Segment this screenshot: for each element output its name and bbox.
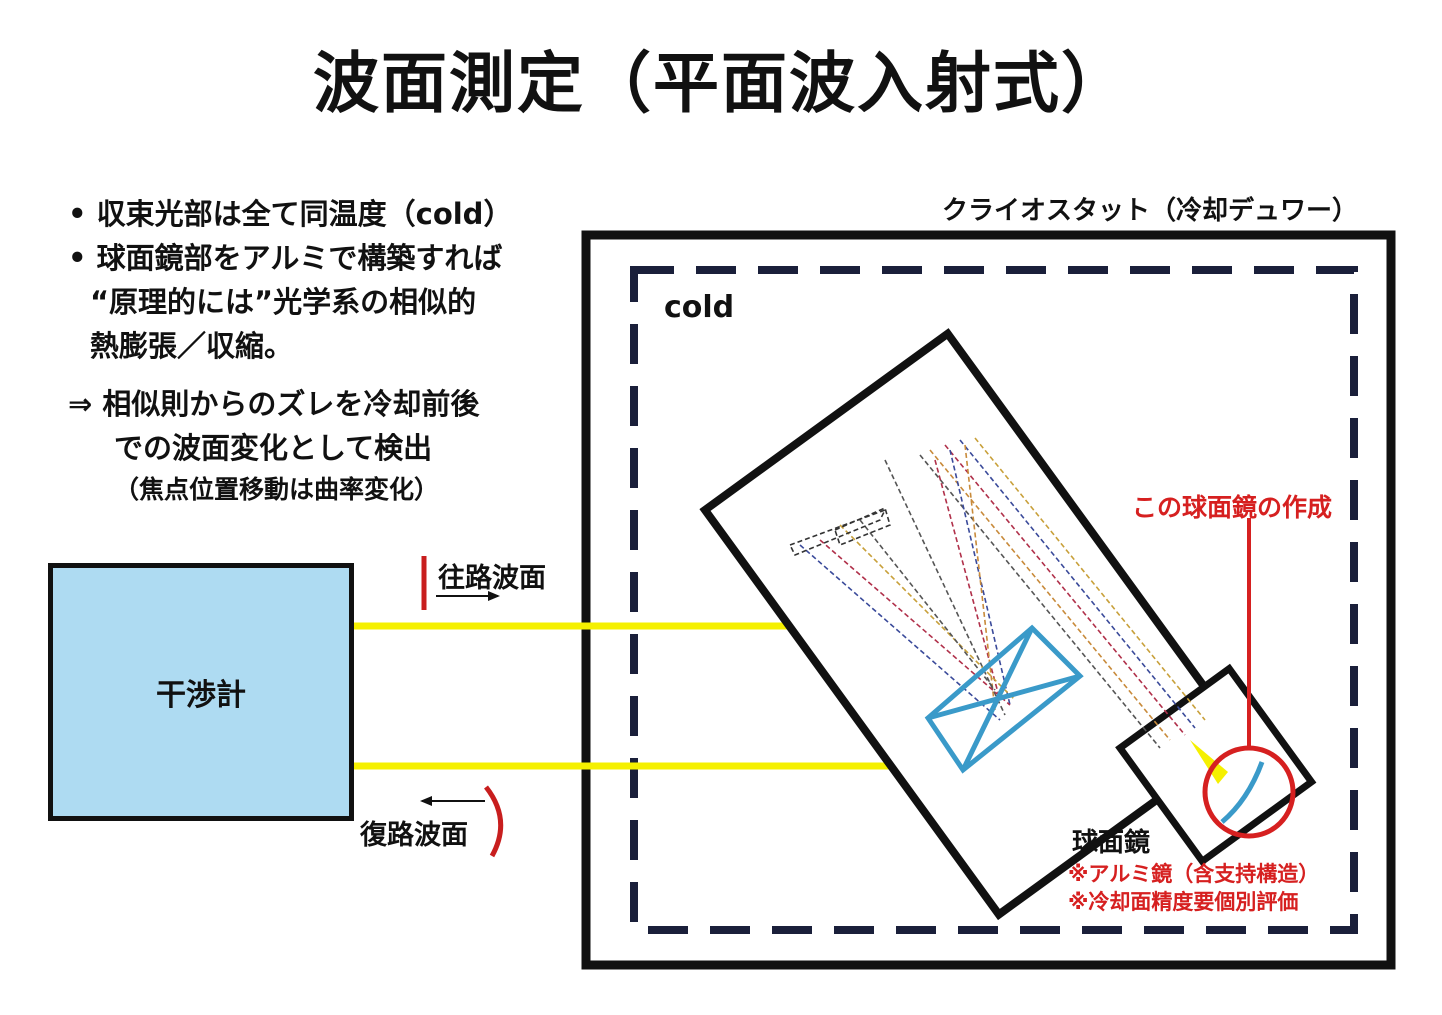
optical-housing xyxy=(699,328,1248,921)
cryostat-label: クライオスタット（冷却デュワー） xyxy=(942,196,1359,226)
curved-wavefront-icon xyxy=(484,785,504,858)
focus-cone xyxy=(1190,740,1228,784)
cold-region-box xyxy=(630,266,1358,934)
bullet-list: • 収束光部は全て同温度（cold） • 球面鏡部をアルミで構築すれば “原理的… xyxy=(68,192,512,510)
bullet-item: • 収束光部は全て同温度（cold） xyxy=(68,197,513,231)
mirror-callout-label: この球面鏡の作成 xyxy=(1132,493,1333,522)
mirror-note: ※アルミ鏡（含支持構造） xyxy=(1068,862,1320,886)
conclusion-line: での波面変化として検出 xyxy=(114,431,433,465)
spherical-mirror-label: 球面鏡 xyxy=(1072,828,1151,858)
mirror-note: ※冷却面精度要個別評価 xyxy=(1068,890,1299,914)
return-wavefront-label: 復路波面 xyxy=(360,820,468,851)
bullet-item: • 球面鏡部をアルミで構築すれば xyxy=(68,241,503,275)
cold-label: cold xyxy=(664,290,735,325)
bullet-item-continuation: “原理的には”光学系の相似的 xyxy=(90,285,477,319)
interferometer-box: 干渉計 xyxy=(48,563,354,821)
page-title: 波面測定（平面波入射式） xyxy=(313,45,1129,122)
ray-traces xyxy=(788,437,1206,749)
housing-main xyxy=(699,328,1248,921)
spherical-mirror-icon xyxy=(1220,761,1265,824)
bullet-item-continuation: 熱膨張／収縮。 xyxy=(90,329,294,363)
cryostat-box xyxy=(581,230,1396,970)
conclusion-note: （焦点位置移動は曲率変化） xyxy=(114,475,440,504)
conclusion-line: ⇒ 相似則からのズレを冷却前後 xyxy=(68,387,480,421)
outgoing-wavefront-label: 往路波面 xyxy=(438,563,546,594)
